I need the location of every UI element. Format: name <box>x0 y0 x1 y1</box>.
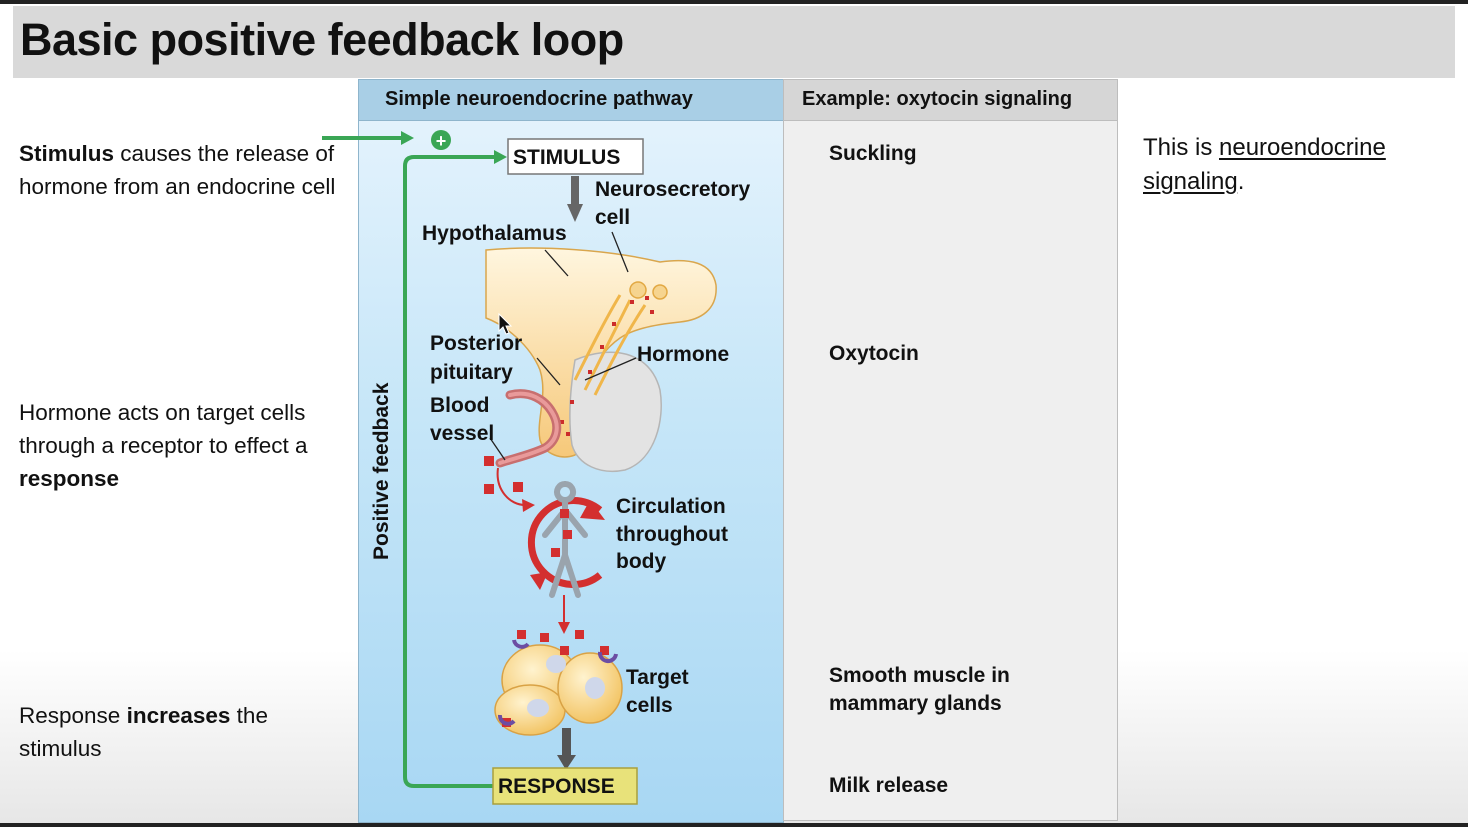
example-item-suckling: Suckling <box>829 142 917 165</box>
stimulus-note-text: causes the release of hormone from an en… <box>19 141 336 199</box>
target-cells-illustration <box>494 630 623 736</box>
label-target-2: cells <box>626 694 673 717</box>
positive-feedback-loop: + <box>322 130 507 788</box>
label-neurosecretory-2: cell <box>595 206 630 229</box>
label-blood-2: vessel <box>430 422 494 445</box>
title-bar: Basic positive feedback loop <box>13 6 1455 78</box>
label-circulation-1: Circulation <box>616 495 726 518</box>
stimulus-note-bold: Stimulus <box>19 141 115 166</box>
example-column <box>783 79 1118 821</box>
pathway-header-label: Simple neuroendocrine pathway <box>385 88 693 110</box>
hormone-molecules <box>484 456 523 494</box>
label-neurosecretory-1: Neurosecretory <box>595 178 751 201</box>
response-note-text-1: Response <box>19 703 127 728</box>
response-note-bold: increases <box>126 703 231 728</box>
example-item-smooth-muscle-1: Smooth muscle in <box>829 664 1010 687</box>
hormone-note-bold: response <box>19 466 120 491</box>
neuroendocrine-note: This is neuroendocrine signaling. <box>1143 131 1443 199</box>
plus-sign: + <box>436 131 447 151</box>
hypothalamus-illustration <box>485 247 717 472</box>
label-posterior-1: Posterior <box>430 332 522 355</box>
example-item-milk-release: Milk release <box>829 774 949 797</box>
example-header-label: Example: oxytocin signaling <box>802 88 1073 110</box>
note-prefix: This is <box>1143 134 1220 161</box>
label-target-1: Target <box>626 666 689 689</box>
top-frame-border <box>0 0 1468 4</box>
response-note-text-2: the stimulus <box>19 703 268 761</box>
leader-lines <box>489 231 637 461</box>
example-item-smooth-muscle-2: mammary glands <box>829 692 1002 715</box>
positive-feedback-label: Positive feedback <box>370 382 393 560</box>
response-box-label: RESPONSE <box>498 775 615 798</box>
stimulus-note: Stimulus causes the release of hormone f… <box>19 137 349 203</box>
page-title: Basic positive feedback loop <box>20 14 624 65</box>
label-posterior-2: pituitary <box>430 361 513 384</box>
label-blood-1: Blood <box>430 394 489 417</box>
label-circulation-3: body <box>616 550 666 573</box>
hormone-note: Hormone acts on target cells through a r… <box>19 396 349 495</box>
note-suffix: . <box>1237 168 1245 195</box>
pathway-header: Simple neuroendocrine pathway <box>358 79 784 121</box>
note-link[interactable]: neuroendocrine signaling <box>1143 134 1386 195</box>
stimulus-box-label: STIMULUS <box>513 146 620 169</box>
mouse-cursor-icon <box>498 312 513 335</box>
circulation-illustration <box>527 481 605 598</box>
example-header: Example: oxytocin signaling <box>783 79 1118 121</box>
bottom-frame-border <box>0 823 1468 827</box>
response-box <box>492 767 638 805</box>
example-item-oxytocin: Oxytocin <box>829 342 919 365</box>
label-hypothalamus: Hypothalamus <box>422 222 567 245</box>
label-hormone: Hormone <box>637 343 729 366</box>
response-arrow <box>557 755 576 770</box>
stimulus-arrow <box>567 204 583 222</box>
hormone-note-text: Hormone acts on target cells through a r… <box>19 400 308 458</box>
response-note: Response increases the stimulus <box>19 699 349 765</box>
label-circulation-2: throughout <box>616 523 728 546</box>
plus-icon <box>431 130 451 150</box>
stimulus-box <box>507 138 644 175</box>
